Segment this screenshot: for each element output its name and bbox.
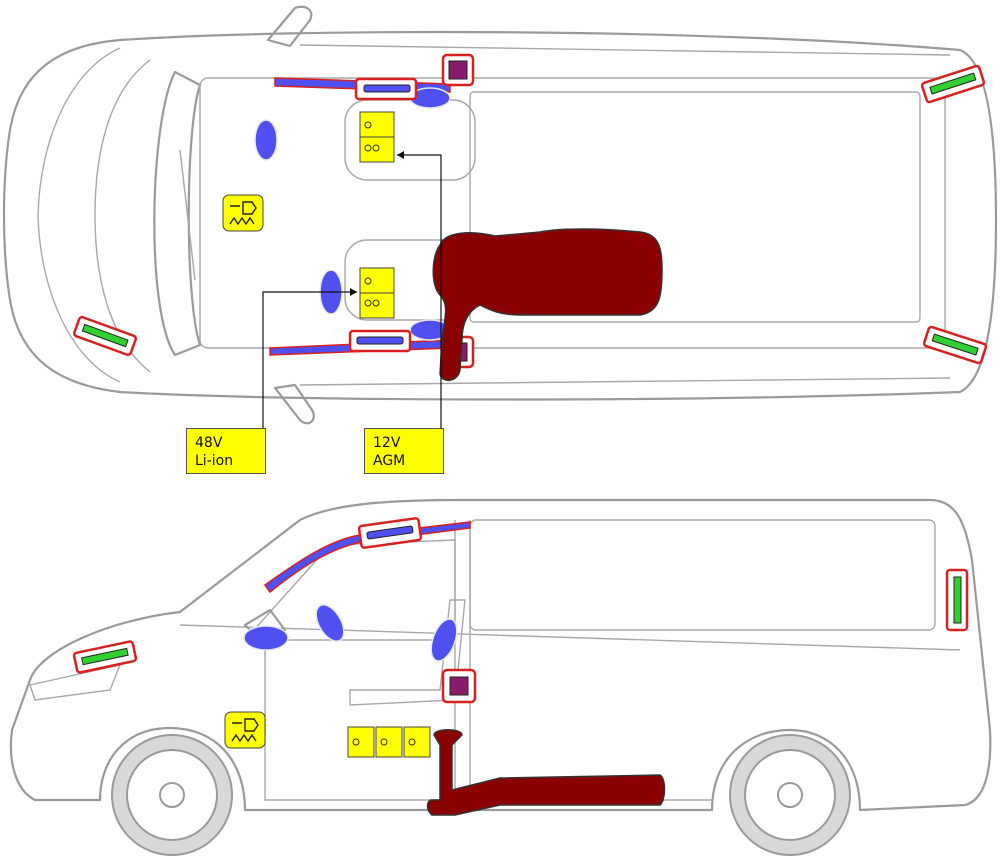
- fuel-tank-top: [432, 228, 663, 382]
- label-12v-agm: 12V AGM: [364, 428, 444, 474]
- top-view-body-outline: [2, 30, 998, 401]
- inflator-top: [363, 84, 411, 93]
- top-view-cabin: [199, 77, 946, 349]
- label-48v-li-ion: 48V Li-ion: [186, 428, 266, 474]
- pretensioner-front-side: [72, 640, 138, 674]
- label-12v-line2: AGM: [373, 453, 406, 469]
- pretensioner-top-rear: [920, 64, 986, 104]
- leader-arrow-12v: [397, 151, 404, 159]
- leader-line-48v: [262, 291, 357, 428]
- battery-icon-48v: [359, 267, 395, 319]
- top-view-mirror-top: [266, 5, 313, 48]
- driver-airbag-top: [254, 119, 278, 161]
- battery-icon-12v: [359, 111, 395, 163]
- side-view: [9, 498, 992, 856]
- sensor-side: [449, 676, 469, 696]
- side-view-body-outline: [9, 498, 992, 812]
- front-wheel: [111, 734, 233, 856]
- top-view-wiper: [179, 149, 196, 281]
- seat-airbag-side: [430, 618, 458, 662]
- rear-wheel: [729, 734, 851, 856]
- top-view-hood: [37, 47, 121, 383]
- top-view-windshield: [153, 70, 202, 357]
- top-view-roof-rail-bottom: [299, 377, 951, 386]
- fuel-tank-side: [426, 729, 666, 816]
- inflator-bottom: [356, 336, 404, 345]
- leader-line-12v: [397, 154, 442, 428]
- side-view-seat: [349, 599, 466, 706]
- label-48v-line2: Li-ion: [195, 453, 234, 469]
- pretensioner-front-top-view: [72, 315, 138, 357]
- side-view-front-door: [264, 520, 456, 801]
- pretensioner-rear-side: [945, 568, 969, 632]
- driver-airbag-side: [243, 625, 289, 651]
- side-view-sliding-door: [469, 520, 712, 801]
- top-view-cargo: [469, 91, 921, 323]
- leader-arrow-48v: [350, 288, 357, 296]
- inflator-side: [366, 525, 414, 540]
- top-view-mirror-bottom: [273, 383, 315, 425]
- top-view: [2, 5, 998, 428]
- hv-warning-icon: [222, 194, 264, 232]
- side-view-front-window: [243, 539, 456, 641]
- label-12v-line1: 12V: [373, 435, 401, 451]
- top-view-roof-rail-top: [299, 44, 951, 56]
- sensor-top: [448, 60, 468, 80]
- side-view-belt-line: [179, 624, 961, 651]
- side-view-rear-window: [469, 519, 936, 631]
- battery-icon-side: [347, 726, 431, 758]
- side-view-headlight: [29, 664, 122, 701]
- label-48v-line1: 48V: [195, 435, 223, 451]
- knee-airbag-side: [315, 604, 345, 642]
- pretensioner-bottom-rear: [922, 325, 988, 365]
- hv-warning-icon-side: [224, 711, 266, 749]
